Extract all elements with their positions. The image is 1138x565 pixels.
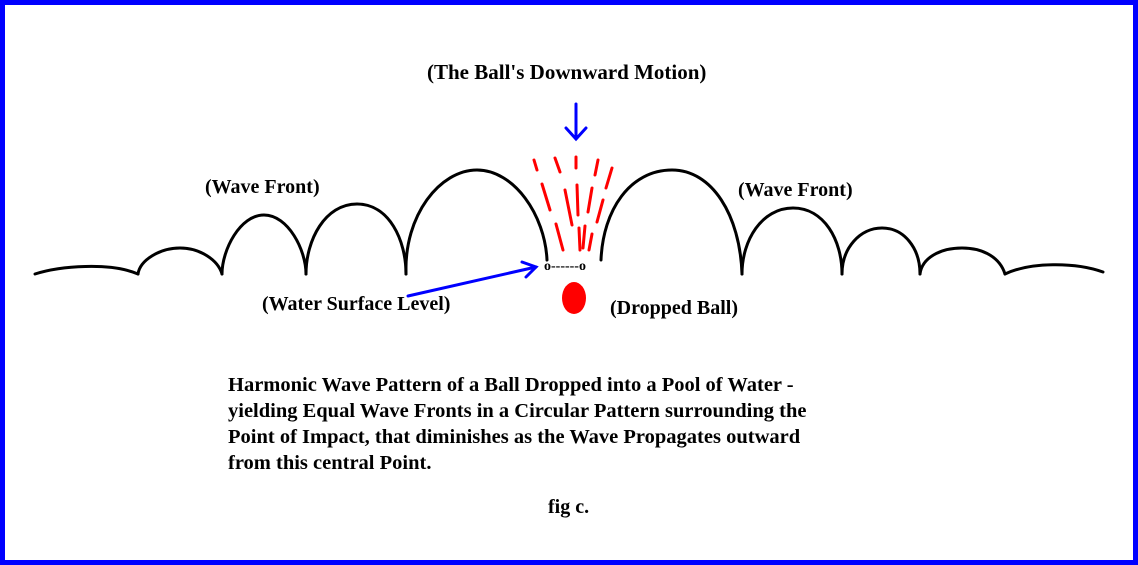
wave-arcs-left <box>33 168 549 276</box>
splash-dash <box>532 158 539 172</box>
wave-front-right-label: (Wave Front) <box>738 179 853 201</box>
splash-dash <box>593 158 600 177</box>
water-surface-label: (Water Surface Level) <box>262 293 451 315</box>
surface-arrow <box>406 260 539 298</box>
splash-dash <box>553 156 562 174</box>
caption-line: from this central Point. <box>228 452 432 474</box>
splash-dash <box>604 166 614 190</box>
wave-arc <box>304 202 408 276</box>
splash-dash <box>595 198 605 224</box>
figure-caption: Harmonic Wave Pattern of a Ball Dropped … <box>228 372 806 476</box>
splash-dash <box>581 224 587 250</box>
splash-dash <box>575 183 580 217</box>
splash-lines <box>532 155 614 252</box>
wave-arcs-right <box>599 168 1105 276</box>
wave-arc <box>840 226 922 276</box>
splash-dash <box>563 188 574 227</box>
downward-arrow <box>564 102 588 142</box>
caption-line: yielding Equal Wave Fronts in a Circular… <box>228 400 807 422</box>
dropped-ball <box>562 282 586 314</box>
caption-line: Harmonic Wave Pattern of a Ball Dropped … <box>228 374 794 396</box>
ball-motion-label: (The Ball's Downward Motion) <box>427 60 707 84</box>
wave-arc <box>599 168 744 276</box>
caption-line: Point of Impact, that diminishes as the … <box>228 426 801 448</box>
splash-dash <box>540 182 552 212</box>
dropped-ball-label: (Dropped Ball) <box>610 297 738 319</box>
wave-arc <box>918 246 1007 276</box>
wave-arc <box>1003 263 1105 276</box>
figure-label: fig c. <box>548 496 590 518</box>
wave-arc <box>740 206 844 276</box>
wave-arc <box>220 213 308 276</box>
surface-marker: o------o <box>544 259 586 274</box>
splash-dash <box>587 232 594 252</box>
splash-dash <box>577 226 582 252</box>
wave-arc <box>404 168 549 276</box>
wave-arc <box>33 264 140 276</box>
splash-dash <box>586 186 594 214</box>
wave-front-left-label: (Wave Front) <box>205 176 320 198</box>
splash-dash <box>554 222 565 252</box>
wave-arc <box>136 246 224 276</box>
